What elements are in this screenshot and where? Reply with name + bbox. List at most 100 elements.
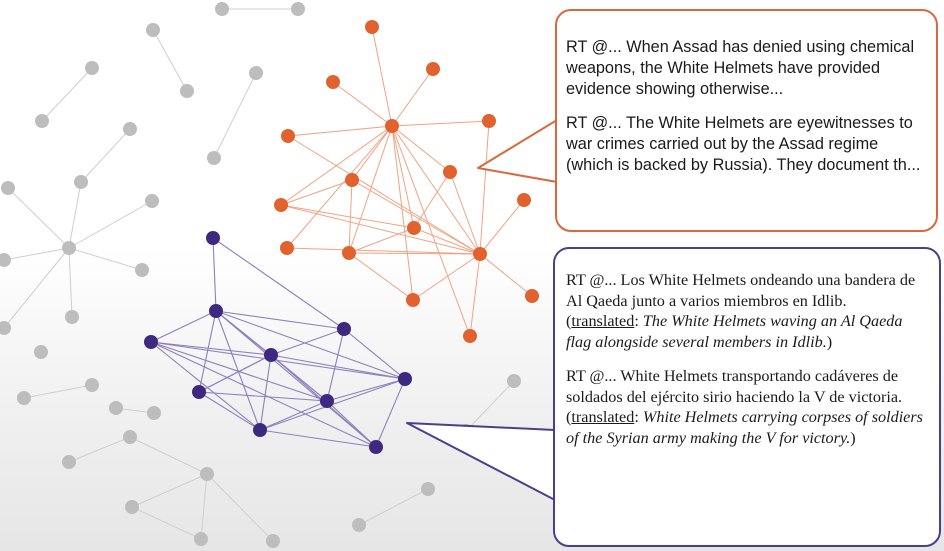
- gray-edge-7: [68, 200, 153, 249]
- orange-edge-27: [348, 179, 353, 254]
- orange-node-9: [407, 221, 421, 235]
- purple-tweet-1: RT @... Los White Helmets ondeando una b…: [566, 270, 931, 352]
- orange-edge-5: [351, 125, 393, 181]
- orange-edge-13: [391, 125, 471, 337]
- gray-edge-2: [41, 67, 93, 122]
- purple-tweet-2-translated-label: translated: [571, 408, 635, 426]
- purple-tweet-2-translation: White Helmets carrying corpses of soldie…: [566, 408, 923, 447]
- gray-node-29: [421, 482, 435, 496]
- orange-node-14: [406, 293, 420, 307]
- purple-node-0: [206, 231, 220, 245]
- gray-node-17: [34, 345, 48, 359]
- gray-node-7: [180, 84, 194, 98]
- gray-node-10: [145, 194, 159, 208]
- purple-tweet-2-close-paren: ): [850, 428, 856, 447]
- gray-node-25: [125, 500, 139, 514]
- purple-edge-31: [198, 354, 272, 393]
- orange-node-4: [281, 129, 295, 143]
- gray-edge-19: [131, 506, 202, 540]
- orange-edge-17: [413, 227, 481, 255]
- gray-edge-9: [68, 247, 143, 271]
- orange-edge-26: [280, 179, 353, 206]
- gray-node-3: [85, 61, 99, 75]
- orange-edge-23: [351, 179, 481, 255]
- gray-node-15: [65, 310, 79, 324]
- orange-edge-3: [287, 125, 393, 137]
- orange-node-11: [280, 241, 294, 255]
- purple-edge-25: [198, 391, 328, 402]
- purple-edge-2: [215, 310, 345, 330]
- orange-node-2: [426, 62, 440, 76]
- purple-edge-13: [150, 341, 377, 448]
- purple-cluster-callout: RT @... Los White Helmets ondeando una b…: [553, 247, 941, 547]
- gray-edge-4: [80, 128, 131, 183]
- gray-node-1: [291, 2, 305, 16]
- graph-nodes: [0, 2, 539, 548]
- orange-node-16: [463, 329, 477, 343]
- orange-tweet-2: RT @... The White Helmets are eyewitness…: [566, 114, 921, 174]
- purple-tweet-2-open-paren: (: [566, 408, 572, 426]
- orange-edge-1: [332, 81, 393, 127]
- purple-edge-28: [326, 400, 377, 448]
- purple-edge-6: [198, 310, 217, 393]
- orange-node-1: [326, 75, 340, 89]
- gray-node-21: [147, 406, 161, 420]
- orange-node-0: [365, 20, 379, 34]
- gray-node-2: [146, 23, 160, 37]
- purple-node-8: [253, 423, 267, 437]
- purple-edge-18: [259, 354, 272, 431]
- orange-edge-16: [280, 204, 481, 255]
- purple-edge-15: [270, 354, 406, 380]
- gray-node-0: [215, 2, 229, 16]
- purple-tweet-1-translated-label: translated: [571, 312, 635, 330]
- orange-edge-11: [391, 125, 481, 255]
- purple-tweet-1-colon: :: [634, 312, 643, 330]
- gray-node-22: [62, 455, 76, 469]
- orange-tweet-1: RT @... When Assad has denied using chem…: [566, 38, 915, 98]
- purple-tweet-1-original: RT @... Los White Helmets ondeando una b…: [566, 271, 916, 310]
- orange-node-7: [443, 165, 457, 179]
- gray-node-28: [352, 518, 366, 532]
- gray-edge-6: [7, 187, 70, 249]
- gray-node-4: [249, 66, 263, 80]
- orange-edge-20: [479, 253, 533, 297]
- purple-edge-20: [343, 328, 406, 380]
- orange-cluster-callout: RT @... When Assad has denied using chem…: [555, 9, 938, 232]
- purple-edge-0: [212, 237, 217, 312]
- orange-node-6: [345, 173, 359, 187]
- orange-edge-25: [286, 247, 481, 255]
- purple-node-1: [209, 304, 223, 318]
- purple-edge-14: [150, 341, 261, 431]
- gray-node-19: [109, 401, 123, 415]
- orange-node-5: [482, 114, 496, 128]
- gray-node-12: [62, 241, 76, 255]
- purple-tweet-1-close-paren: ): [826, 332, 833, 351]
- gray-edge-11: [3, 247, 70, 329]
- orange-edge-30: [348, 252, 414, 301]
- gray-edge-14: [68, 436, 131, 463]
- gray-node-18: [85, 378, 99, 392]
- gray-node-16: [0, 321, 11, 335]
- purple-edge-10: [150, 341, 272, 356]
- graph-edges: [3, 8, 533, 542]
- gray-node-27: [266, 534, 280, 548]
- purple-node-7: [320, 394, 334, 408]
- purple-node-4: [264, 348, 278, 362]
- gray-edge-5: [68, 181, 82, 249]
- gray-edge-15: [131, 473, 208, 508]
- purple-node-6: [192, 385, 206, 399]
- gray-node-20: [17, 391, 31, 405]
- gray-edge-12: [23, 384, 93, 399]
- orange-edge-4: [391, 120, 490, 127]
- gray-edge-21: [465, 380, 515, 432]
- orange-edge-15: [449, 171, 481, 255]
- purple-tweet-2-colon: :: [634, 408, 643, 426]
- gray-node-24: [200, 467, 214, 481]
- orange-node-8: [274, 198, 288, 212]
- gray-node-31: [507, 374, 521, 388]
- orange-node-3: [385, 119, 399, 133]
- purple-edge-29: [259, 429, 377, 448]
- orange-edge-9: [286, 125, 393, 249]
- purple-edge-27: [259, 400, 328, 431]
